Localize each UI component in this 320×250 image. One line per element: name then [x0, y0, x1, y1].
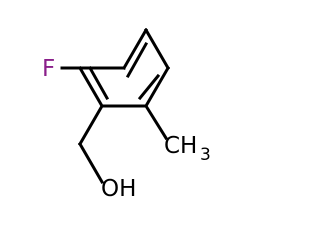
ring-bond-c2-c3: [143, 27, 171, 71]
ring-double-bond-inner-1: [125, 41, 149, 79]
ring-bond-c5-c6: [77, 65, 105, 109]
hydroxyl-label: OH: [101, 176, 136, 202]
methyl-subscript: 3: [200, 145, 211, 165]
ring-double-bond-inner-3: [87, 65, 110, 101]
bond-to-methyl: [143, 103, 169, 141]
ring-bond-c1-c2: [121, 27, 149, 71]
ring-bond-c3-c4: [143, 65, 171, 109]
structure-canvas: F CH 3 OH: [42, 27, 211, 202]
molecule-diagram: F CH 3 OH: [42, 27, 211, 202]
fluorine-label: F: [42, 56, 55, 82]
bond-ch2-to-oh: [77, 141, 105, 185]
bond-to-ch2: [77, 103, 105, 147]
ring-double-bond-inner-2: [137, 73, 161, 101]
methyl-label: CH: [164, 133, 197, 159]
